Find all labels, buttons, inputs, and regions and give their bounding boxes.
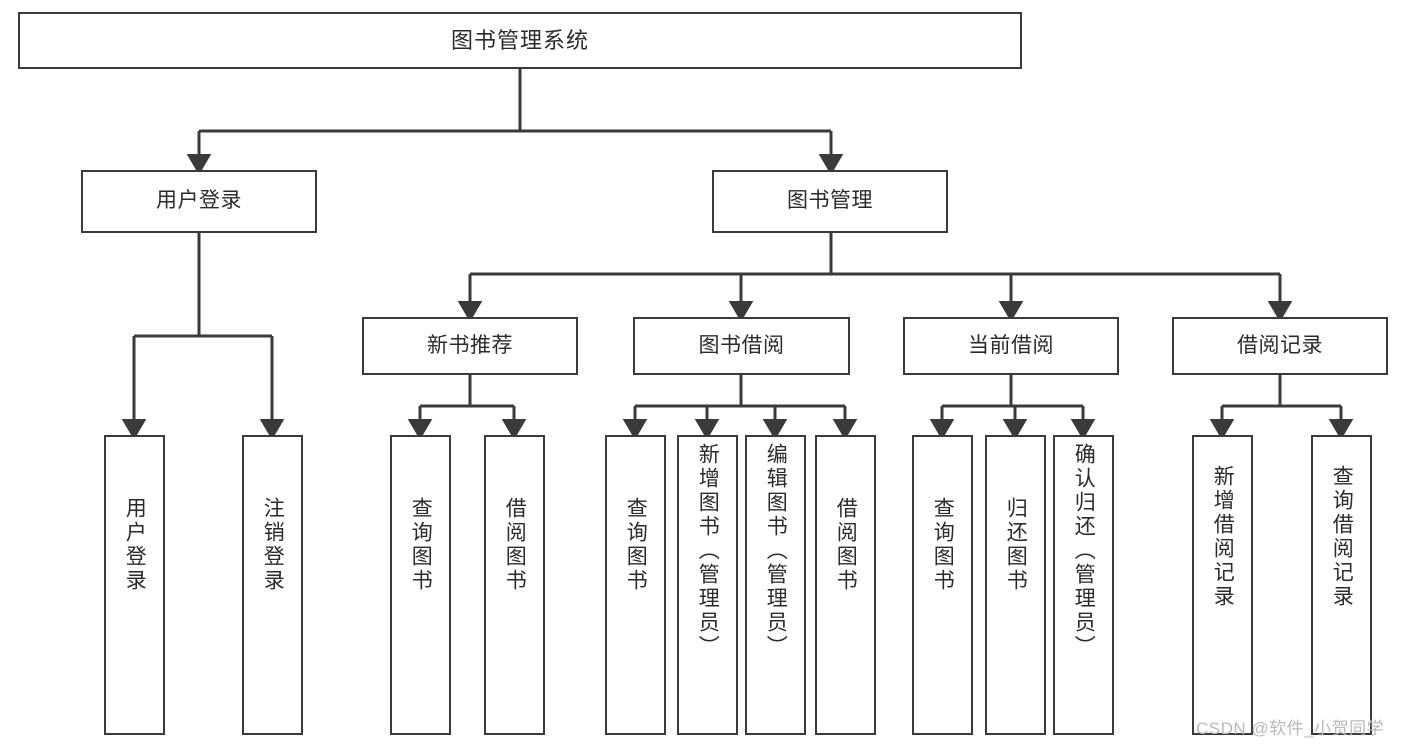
node-leaf-query-record[interactable]: 查询借阅记录 — [1311, 435, 1372, 735]
node-leaf-borrow-book-2-label: 借阅图书 — [834, 497, 858, 593]
node-leaf-add-record-label: 新增借阅记录 — [1211, 465, 1235, 609]
node-root[interactable]: 图书管理系统 — [18, 12, 1022, 69]
node-user-login-label: 用户登录 — [156, 189, 242, 213]
node-root-label: 图书管理系统 — [450, 27, 589, 53]
node-leaf-return-book-label: 归还图书 — [1004, 497, 1028, 593]
node-leaf-confirm-return-label: 确认归还（管理员） — [1072, 443, 1096, 659]
node-user-login[interactable]: 用户登录 — [81, 170, 317, 233]
node-leaf-user-login[interactable]: 用户登录 — [104, 435, 165, 735]
node-leaf-add-record[interactable]: 新增借阅记录 — [1192, 435, 1253, 735]
node-leaf-edit-book[interactable]: 编辑图书（管理员） — [745, 435, 806, 735]
node-new-book-recommend[interactable]: 新书推荐 — [362, 317, 578, 375]
node-leaf-query-record-label: 查询借阅记录 — [1330, 465, 1354, 609]
node-book-borrow-label: 图书借阅 — [698, 333, 785, 357]
node-leaf-logout-label: 注销登录 — [261, 497, 285, 593]
node-leaf-query-book-1[interactable]: 查询图书 — [390, 435, 451, 735]
node-leaf-query-book-2-label: 查询图书 — [624, 497, 648, 593]
node-book-management-label: 图书管理 — [787, 189, 873, 213]
node-leaf-add-book-label: 新增图书（管理员） — [696, 443, 720, 659]
node-leaf-return-book[interactable]: 归还图书 — [985, 435, 1046, 735]
node-leaf-logout[interactable]: 注销登录 — [242, 435, 303, 735]
node-leaf-edit-book-label: 编辑图书（管理员） — [764, 443, 788, 659]
node-leaf-borrow-book-1[interactable]: 借阅图书 — [484, 435, 545, 735]
node-leaf-confirm-return[interactable]: 确认归还（管理员） — [1053, 435, 1114, 735]
node-current-borrow-label: 当前借阅 — [968, 333, 1054, 357]
node-new-book-recommend-label: 新书推荐 — [427, 333, 513, 357]
node-leaf-borrow-book-1-label: 借阅图书 — [503, 497, 527, 593]
node-borrow-record-label: 借阅记录 — [1237, 333, 1323, 357]
node-current-borrow[interactable]: 当前借阅 — [903, 317, 1119, 375]
node-leaf-user-login-label: 用户登录 — [123, 497, 147, 593]
node-leaf-query-book-1-label: 查询图书 — [409, 497, 433, 593]
node-leaf-borrow-book-2[interactable]: 借阅图书 — [815, 435, 876, 735]
node-leaf-query-book-3[interactable]: 查询图书 — [912, 435, 973, 735]
node-book-borrow[interactable]: 图书借阅 — [633, 317, 850, 375]
csdn-watermark: CSDN @软件_小贺同学 — [1196, 719, 1385, 738]
node-leaf-add-book[interactable]: 新增图书（管理员） — [677, 435, 738, 735]
node-leaf-query-book-2[interactable]: 查询图书 — [605, 435, 666, 735]
node-book-management[interactable]: 图书管理 — [712, 170, 948, 233]
node-borrow-record[interactable]: 借阅记录 — [1172, 317, 1388, 375]
node-leaf-query-book-3-label: 查询图书 — [931, 497, 955, 593]
